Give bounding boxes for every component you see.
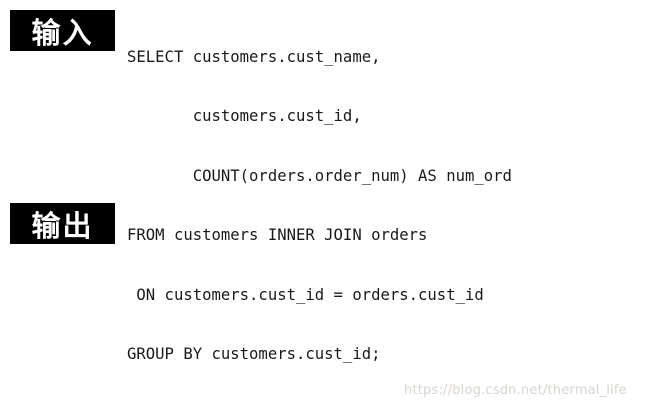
sql-line-select: SELECT customers.cust_name, <box>127 47 381 66</box>
input-section-badge: 输入 <box>10 10 115 51</box>
sql-line-count: COUNT(orders.order_num) AS num_ord <box>127 166 512 185</box>
sql-line-group-by: GROUP BY customers.cust_id; <box>127 345 381 364</box>
sql-line-cust-id: customers.cust_id, <box>127 107 362 126</box>
output-section-badge: 输出 <box>10 203 115 244</box>
sql-line-on: ON customers.cust_id = orders.cust_id <box>127 285 484 304</box>
sql-console-text: SELECT customers.cust_name, customers.cu… <box>127 8 658 415</box>
sql-line-from: FROM customers INNER JOIN orders <box>127 226 428 245</box>
